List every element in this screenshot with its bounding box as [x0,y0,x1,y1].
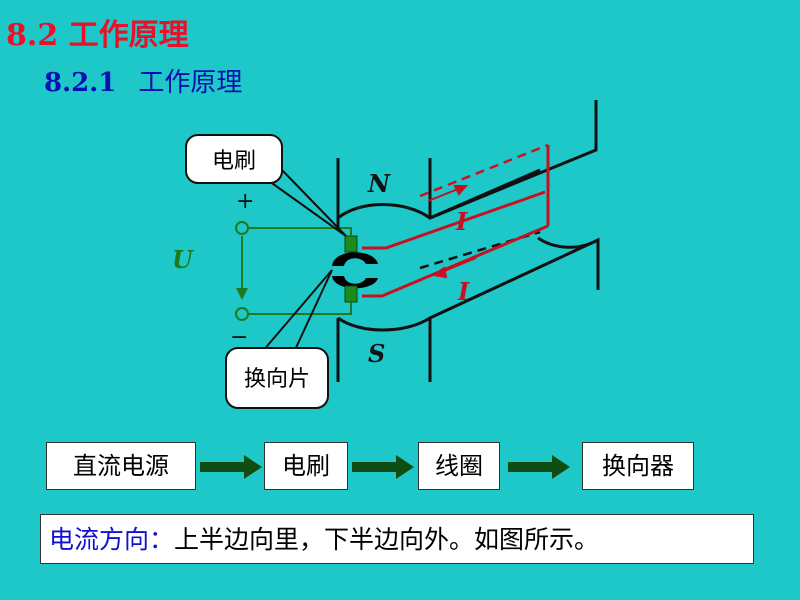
north-pole-face [337,100,598,220]
current-arrow-top [427,188,459,202]
section-number: 8.2.1 [44,68,117,98]
current-arrow-bottom [441,257,477,273]
minus-sign: − [230,325,248,350]
brush-bottom [344,285,358,303]
section-heading: 8.2.1 工作原理 [44,62,242,99]
commutator-callout-box [225,347,329,409]
commutator-callout-pointer [261,269,333,353]
current-arrowhead-bottom [431,266,448,279]
coil-lower-side [362,224,549,298]
commutator-lower-segment [332,276,378,289]
coil-upper-side [362,190,546,250]
pole-label-north: N [367,169,391,198]
brush-callout-box [185,134,283,184]
terminal-positive [235,221,249,235]
note-text: 上半边向里，下半边向外。如图所示。 [174,525,600,554]
flow-arrow-icon [352,455,414,479]
rear-edge-red-dashed [419,143,549,198]
dc-motor-diagram: 电刷 换向片 N S + − U I I [172,100,600,409]
flow-arrow-icon [508,455,570,479]
current-arrowhead-top [453,185,469,196]
voltage-label: U [172,245,195,274]
brush-top [344,235,358,253]
flow-step-coil: 线圈 [418,442,500,490]
commutator-callout-text: 换向片 [244,367,310,392]
terminal-negative [235,307,249,321]
flow-step-brush: 电刷 [264,442,348,490]
armature-top-edge [429,168,541,220]
plus-sign: + [236,189,254,214]
section-title: 工作原理 [138,68,243,98]
flow-arrow-icon [200,455,262,479]
flow-step-dc-source: 直流电源 [46,442,196,490]
voltage-arrowhead [236,288,248,300]
brush-callout-text: 电刷 [212,149,256,174]
current-label-bottom: I [457,277,470,306]
page-title: 8.2 工作原理 [6,18,189,53]
wire-positive [248,227,352,236]
current-direction-note: 电流方向：上半边向里，下半边向外。如图所示。 [40,514,754,564]
rear-edge-black-dashed [419,230,541,270]
pole-label-south: S [368,339,385,368]
commutator-upper-segment [332,252,378,266]
current-label-top: I [455,207,468,236]
wire-negative [248,302,352,315]
brush-callout-pointer [261,169,347,237]
flow-step-commutator: 换向器 [582,442,694,490]
note-label: 电流方向： [49,525,175,554]
